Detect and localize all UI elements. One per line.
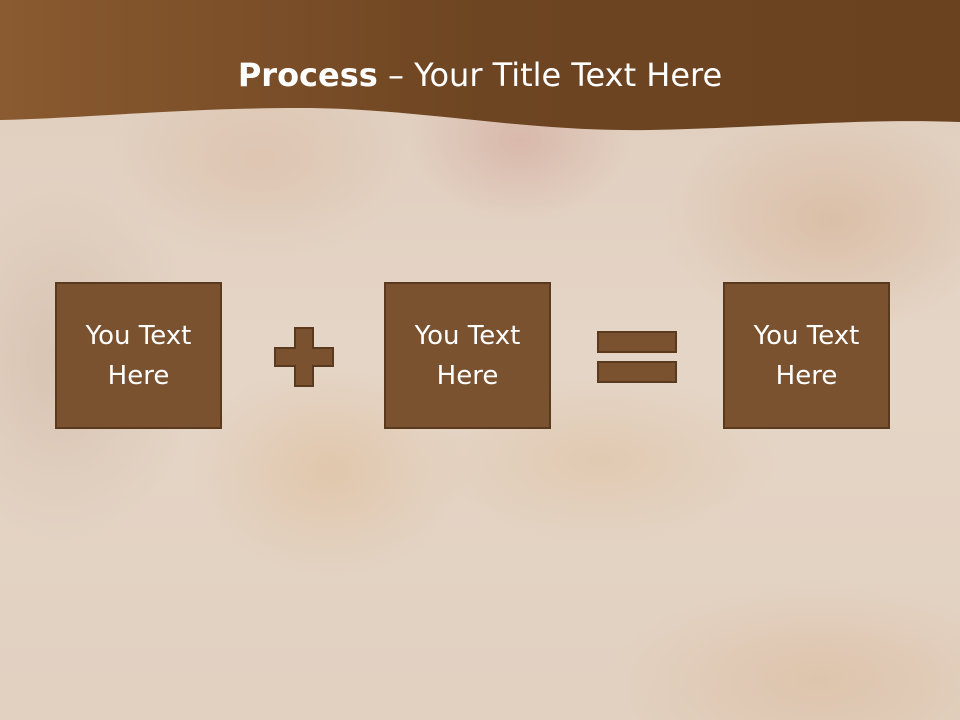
title-banner bbox=[0, 0, 960, 131]
title-bold: Process bbox=[237, 56, 378, 94]
process-box-2[interactable]: You Text Here bbox=[384, 282, 551, 429]
process-box-2-label: You Text Here bbox=[414, 320, 521, 391]
page-title: Process – Your Title Text Here bbox=[0, 50, 960, 100]
process-box-3-label: You Text Here bbox=[753, 320, 860, 391]
plus-icon bbox=[274, 327, 334, 387]
process-box-1-label: You Text Here bbox=[85, 320, 192, 391]
equals-icon bbox=[597, 331, 677, 383]
process-box-3[interactable]: You Text Here bbox=[723, 282, 890, 429]
process-box-1[interactable]: You Text Here bbox=[55, 282, 222, 429]
title-rest: – Your Title Text Here bbox=[377, 56, 723, 94]
